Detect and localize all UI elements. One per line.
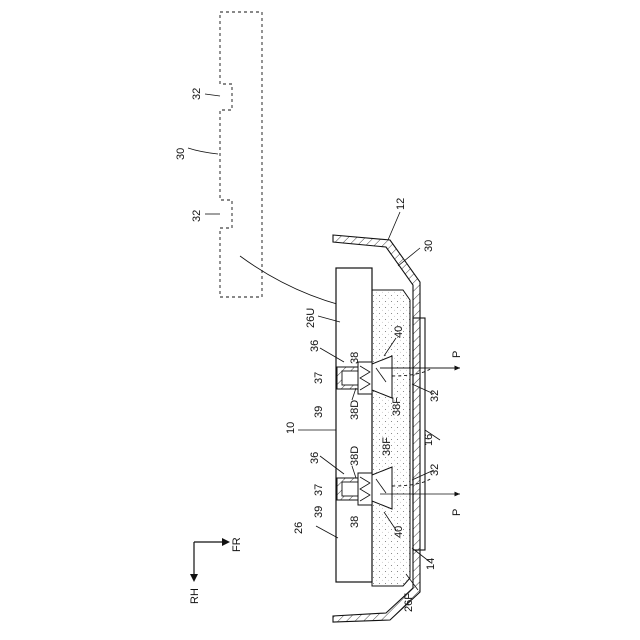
label-26: 26 (293, 522, 305, 534)
direction-indicator (190, 538, 230, 582)
label-RH: RH (189, 588, 201, 604)
base-26 (336, 268, 372, 582)
label-39-a: 39 (313, 406, 325, 418)
label-39-b: 39 (313, 506, 325, 518)
label-P-b: P (451, 509, 463, 516)
label-26F: 26F (403, 593, 415, 612)
label-40-b: 40 (393, 526, 405, 538)
label-32-c: 32 (429, 390, 441, 402)
label-30-a: 30 (175, 148, 187, 160)
label-14: 14 (425, 558, 437, 570)
label-P-a: P (451, 351, 463, 358)
leader-12 (388, 212, 400, 240)
label-30-b: 30 (423, 240, 435, 252)
part-30-outline (220, 12, 262, 297)
label-37-a: 37 (313, 372, 325, 384)
leader-30-top (188, 148, 218, 154)
label-16: 16 (423, 434, 435, 446)
label-32-d: 32 (429, 464, 441, 476)
label-37-b: 37 (313, 484, 325, 496)
label-40-a: 40 (393, 326, 405, 338)
label-FR: FR (231, 537, 243, 552)
label-10: 10 (285, 422, 297, 434)
label-32-b: 32 (191, 210, 203, 222)
label-38F-b: 38F (381, 437, 393, 456)
label-36-a: 36 (309, 340, 321, 352)
label-36-b: 36 (309, 452, 321, 464)
label-38F-a: 38F (391, 397, 403, 416)
label-38-a: 38 (349, 352, 361, 364)
leader-32-a (205, 94, 220, 96)
label-26U: 26U (305, 308, 317, 328)
leader-26 (316, 526, 338, 538)
label-12: 12 (395, 198, 407, 210)
label-38D-a: 38D (349, 400, 361, 420)
label-38-b: 38 (349, 516, 361, 528)
label-38D-b: 38D (349, 446, 361, 466)
label-32-a: 32 (191, 88, 203, 100)
